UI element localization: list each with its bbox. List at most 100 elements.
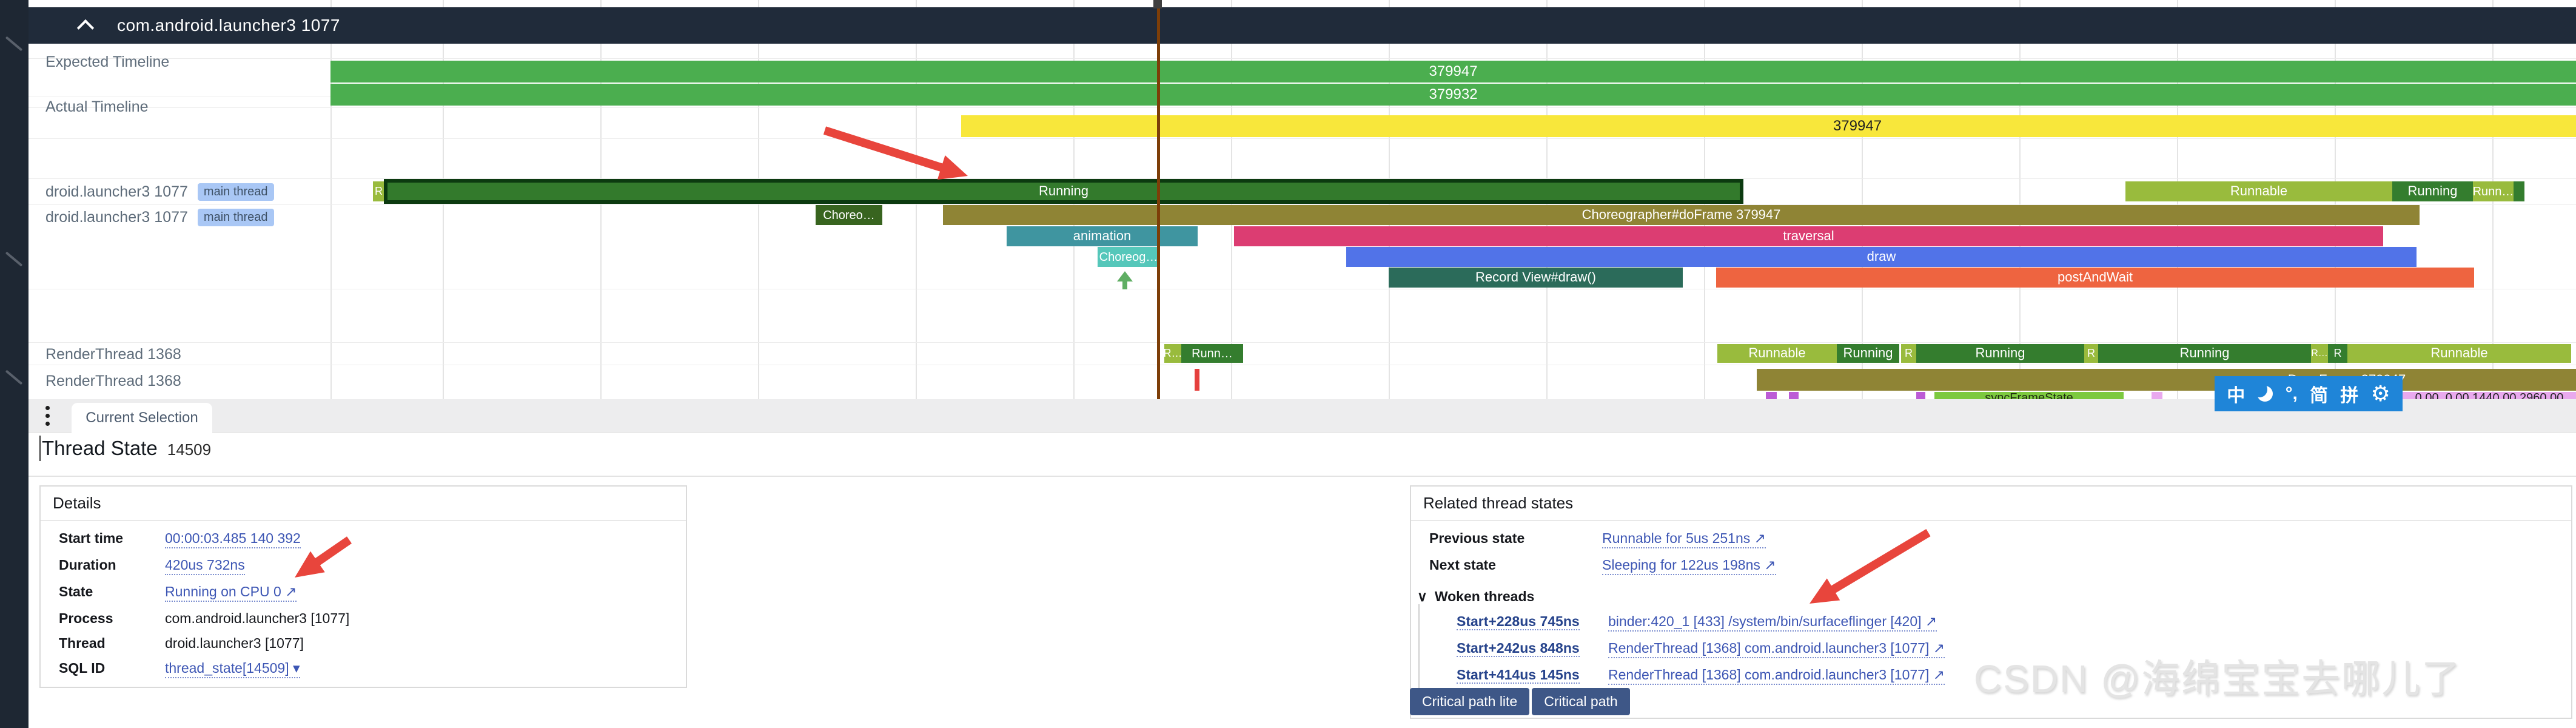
timeline-slice[interactable]: 379947 xyxy=(961,115,2576,137)
timeline-slice[interactable]: Runn… xyxy=(2473,181,2514,201)
woken-time-link[interactable]: Start+414us 145ns xyxy=(1457,667,1580,684)
timeline-slice[interactable]: Record View#draw() xyxy=(1389,268,1683,288)
timeline-slice[interactable]: Running xyxy=(1837,344,1899,363)
selection-title: Thread State 14509 xyxy=(42,437,212,459)
row-separator xyxy=(29,204,2576,205)
selection-marker-line xyxy=(1157,0,1160,399)
timeline-slice[interactable]: Runnable xyxy=(1717,344,1837,363)
selection-id: 14509 xyxy=(167,440,212,459)
track-name: RenderThread 1368 xyxy=(45,372,181,389)
settings-gear-icon[interactable]: ⚙ xyxy=(2370,381,2390,406)
timeline-slice[interactable]: R… xyxy=(1164,344,1181,363)
simplified-chinese-icon[interactable]: 简 xyxy=(2310,386,2329,406)
chinese-mode-icon[interactable]: 中 xyxy=(2227,386,2246,406)
timeline-slice[interactable] xyxy=(1195,369,1199,391)
detail-value[interactable]: 00:00:03.485 140 392 xyxy=(165,530,301,548)
timeline-slice[interactable]: draw xyxy=(1346,247,2417,267)
timeline-slice[interactable]: 379947 xyxy=(330,61,2576,83)
timeline-slice[interactable]: Runnable xyxy=(2125,181,2392,201)
timeline-slice[interactable]: Runn… xyxy=(1181,344,1243,363)
timeline-slice[interactable]: postAndWait xyxy=(1716,268,2474,288)
csdn-watermark: CSDN @海绵宝宝去哪儿了 xyxy=(1974,657,2462,701)
details-row: Duration 420us 732ns xyxy=(41,553,686,579)
timeline-slice[interactable]: Runnable xyxy=(2347,344,2571,363)
track-name: droid.launcher3 1077 xyxy=(45,183,188,200)
woken-thread-row: Start+414us 145ns RenderThread [1368] com… xyxy=(1411,662,2571,689)
detail-label: State xyxy=(59,584,93,599)
woken-thread-link[interactable]: RenderThread [1368] com.android.launcher… xyxy=(1608,667,1945,685)
timeline-slice[interactable]: Choreographer#doFrame 379947 xyxy=(943,205,2420,225)
flow-arrow-icon xyxy=(1117,271,1135,289)
timeline-slice[interactable]: R xyxy=(1901,344,1916,363)
woken-thread-link[interactable]: RenderThread [1368] com.android.launcher… xyxy=(1608,640,1945,658)
timeline-slice[interactable]: Running xyxy=(384,179,1743,204)
detail-label: Process xyxy=(59,610,113,626)
track-label[interactable]: Expected Timeline xyxy=(45,53,169,71)
selection-marker-handle[interactable] xyxy=(1153,0,1162,8)
timeline-slice[interactable]: Running xyxy=(2392,181,2473,201)
main-thread-chip: main thread xyxy=(197,183,274,201)
detail-value[interactable]: thread_state[14509] ▾ xyxy=(165,660,300,678)
timeline-slice[interactable]: syncFrameState xyxy=(1934,392,2124,399)
related-heading: Related thread states xyxy=(1411,487,2571,521)
row-separator xyxy=(29,178,2576,179)
tab-current-selection[interactable]: Current Selection xyxy=(72,403,212,433)
ime-toolbar[interactable]: 中 °, 简拼 ⚙ xyxy=(2215,376,2403,411)
related-value-link[interactable]: Runnable for 5us 251ns ↗ xyxy=(1602,530,1766,548)
punctuation-icon[interactable]: °, xyxy=(2285,383,2298,403)
collapse-chevron-icon[interactable] xyxy=(76,19,95,37)
timeline-slice[interactable]: Running xyxy=(1916,344,2084,363)
woken-time-link[interactable]: Start+242us 848ns xyxy=(1457,640,1580,657)
process-title: com.android.launcher3 1077 xyxy=(117,16,340,35)
timeline-slice[interactable]: DrawFrame 379947 xyxy=(1757,369,2576,391)
track-name: droid.launcher3 1077 xyxy=(45,209,188,226)
row-separator xyxy=(29,58,2576,59)
left-sidebar[interactable] xyxy=(0,0,29,728)
timeline-slice[interactable]: 379932 xyxy=(330,84,2576,106)
related-label: Previous state xyxy=(1429,530,1525,546)
timeline-slice[interactable]: R… xyxy=(2311,344,2328,363)
track-label[interactable]: droid.launcher3 1077 main thread xyxy=(45,183,274,201)
woken-thread-row: Start+242us 848ns RenderThread [1368] com… xyxy=(1411,636,2571,662)
drag-handle-icon[interactable] xyxy=(45,406,50,426)
timeline-slice[interactable]: Choreo… xyxy=(816,205,882,225)
detail-value[interactable]: Running on CPU 0 ↗ xyxy=(165,584,297,602)
timeline-slice[interactable] xyxy=(2514,181,2524,201)
timeline-slice[interactable]: R xyxy=(373,181,384,201)
critical-path-button[interactable]: Critical path xyxy=(1532,688,1630,715)
process-group-header[interactable]: com.android.launcher3 1077 xyxy=(29,7,2576,44)
text-cursor xyxy=(39,436,41,461)
detail-value[interactable]: 420us 732ns xyxy=(165,557,245,575)
timeline-slice[interactable]: Running xyxy=(2098,344,2311,363)
row-separator xyxy=(29,138,2576,139)
timeline-slice[interactable] xyxy=(2152,392,2162,399)
row-separator xyxy=(29,342,2576,343)
related-value-link[interactable]: Sleeping for 122us 198ns ↗ xyxy=(1602,557,1776,575)
woken-time-link[interactable]: Start+228us 745ns xyxy=(1457,613,1580,630)
timeline-slice[interactable] xyxy=(1789,392,1799,399)
timeline-slice[interactable] xyxy=(1916,392,1925,399)
pinyin-icon[interactable]: 拼 xyxy=(2340,386,2359,406)
track-label[interactable]: RenderThread 1368 xyxy=(45,346,181,363)
track-label[interactable]: RenderThread 1368 xyxy=(45,372,181,390)
timeline-slice[interactable]: traversal xyxy=(1234,226,2383,246)
gridline xyxy=(1862,0,1863,399)
woken-thread-link[interactable]: binder:420_1 [433] /system/bin/surfacefl… xyxy=(1608,613,1937,632)
detail-label: Duration xyxy=(59,557,116,573)
critical-path-lite-button[interactable]: Critical path lite xyxy=(1410,688,1530,715)
detail-label: Start time xyxy=(59,530,124,546)
timeline-slice[interactable]: animation xyxy=(1007,226,1198,246)
sidebar-mark xyxy=(5,251,23,267)
timeline-slice[interactable]: R xyxy=(2084,344,2098,363)
track-label[interactable]: Actual Timeline xyxy=(45,98,149,116)
woken-threads-toggle[interactable]: ∨ Woken threads xyxy=(1417,588,1535,604)
panel-divider xyxy=(29,476,2576,477)
timeline-slice[interactable]: R xyxy=(2328,344,2347,363)
moon-icon[interactable] xyxy=(2252,382,2273,402)
timeline-slice[interactable] xyxy=(1766,392,1777,399)
timeline-slice[interactable]: Choreog… xyxy=(1098,247,1159,267)
